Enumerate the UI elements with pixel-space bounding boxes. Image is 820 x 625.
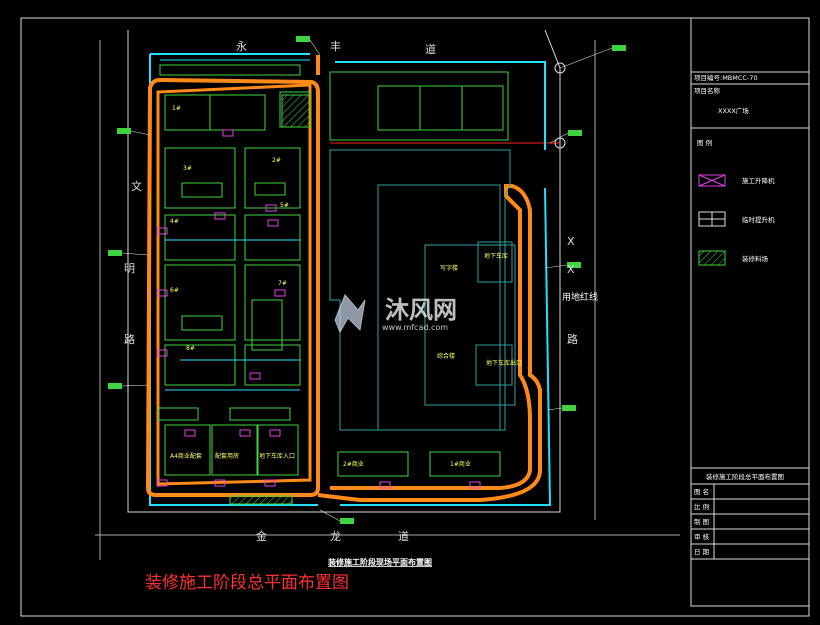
temporary-road	[145, 55, 542, 502]
building-16: 地下车库	[484, 252, 508, 260]
building-12: 2#商业	[343, 460, 364, 468]
site-boundary	[127, 29, 561, 513]
building-14: 写字楼	[440, 264, 458, 272]
road-south-1: 金	[256, 529, 267, 543]
building-13: 1#商业	[450, 460, 471, 468]
road-north-3: 道	[425, 42, 436, 56]
row-scale: 比 例	[694, 502, 709, 511]
lift-icon	[698, 211, 726, 227]
building-3: 3#	[183, 165, 192, 172]
plan-title: 装修施工阶段现场平面布置图	[327, 557, 432, 567]
building-1: 1#	[172, 105, 181, 112]
building-8: 8#	[186, 345, 195, 352]
watermark-logo	[334, 294, 366, 334]
road-west-2: 明	[124, 262, 135, 275]
material-yard-icon	[698, 250, 726, 266]
road-south-3: 道	[398, 529, 409, 543]
building-17: 地下车库出口	[486, 359, 522, 367]
construction-fence	[149, 53, 552, 506]
hoist-markers	[156, 129, 481, 489]
building-10: 配套用房	[215, 452, 239, 460]
site-details	[160, 59, 310, 391]
callout-leaders	[121, 39, 613, 522]
legend-hoist-label: 施工升降机	[742, 176, 775, 185]
project-name: XXXX广场	[718, 106, 749, 115]
road-north-2: 丰	[330, 40, 341, 53]
project-number: 项目编号:MBMCC-70	[694, 73, 758, 82]
row-drawing-name: 图 名	[694, 487, 709, 496]
road-west-1: 文	[131, 179, 142, 193]
building-6: 6#	[170, 287, 179, 294]
road-west-3: 路	[124, 333, 135, 346]
title-block-frame	[690, 17, 810, 607]
corner-marker-e	[554, 137, 566, 149]
corner-marker-ne	[554, 62, 566, 74]
material-yard-hatch-south	[229, 495, 293, 505]
road-east-3: 路	[567, 333, 578, 346]
building-4: 4#	[170, 218, 179, 225]
project-name-label: 项目名称	[694, 86, 721, 95]
building-11: 地下车库入口	[259, 452, 295, 460]
road-east-2: X	[567, 263, 575, 276]
road-east-1: X	[567, 235, 575, 248]
legend-lift-label: 临时提升机	[742, 215, 775, 224]
road-edges	[95, 40, 680, 560]
road-north-1: 永	[236, 39, 247, 53]
material-yard-hatch	[281, 94, 311, 128]
callout-flags	[108, 36, 626, 524]
legend-yard-label: 装修料场	[742, 254, 769, 263]
building-2: 2#	[272, 157, 281, 164]
watermark-text: 沐风网	[385, 296, 457, 324]
legend-heading: 图 例	[697, 138, 712, 147]
hoist-icon	[698, 174, 726, 187]
east-podium	[329, 149, 516, 431]
building-15: 综合楼	[437, 352, 455, 360]
drawing-title: 装修施工阶段总平面布置图	[706, 472, 784, 481]
boundary-label: 用地红线	[562, 291, 598, 303]
building-7: 7#	[278, 280, 287, 287]
row-reviewer: 审 核	[694, 532, 710, 541]
watermark-url: www.mfcad.com	[382, 323, 448, 332]
row-drafter: 制 图	[694, 517, 709, 526]
title-block-grid	[691, 71, 809, 560]
main-caption: 装修施工阶段总平面布置图	[145, 573, 349, 593]
road-south-2: 龙	[330, 530, 341, 543]
building-5: 5#	[280, 202, 289, 209]
east-buildings	[329, 71, 509, 477]
row-date: 日 期	[694, 548, 710, 556]
building-9: A4商业配套	[170, 452, 202, 460]
